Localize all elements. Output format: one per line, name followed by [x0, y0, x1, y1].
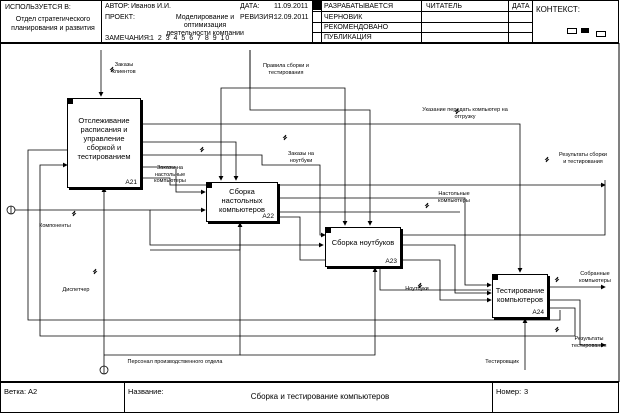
date-value: 11.09.2011 — [274, 3, 308, 10]
arrow-label-shipping-instr: Указание передать компьютер на отгрузку — [422, 107, 508, 120]
arrow-label-laptop-orders: Заказы на ноутбуки — [287, 151, 314, 164]
context-cell — [532, 0, 533, 43]
status-divider-3 — [312, 32, 422, 33]
status-divider-1 — [312, 11, 422, 12]
activity-a24-label: Тестирование компьютеров — [495, 286, 545, 304]
activity-box-a23[interactable]: Сборка ноутбуков A23 — [325, 227, 401, 267]
status-working: РАЗРАБАТЫВАЕТСЯ — [324, 3, 394, 10]
reader-vline — [508, 0, 509, 43]
activity-a23-label: Сборка ноутбуков — [331, 238, 395, 247]
used-at-cell — [0, 0, 102, 43]
header-frame — [0, 0, 619, 43]
footer-node-value: A2 — [28, 387, 38, 396]
notes-value: 1 2 3 4 5 6 7 8 9 10 — [150, 35, 231, 42]
arrow-label-assembled: Собранные компьютеры — [579, 271, 611, 284]
used-at-value: Отдел стратегического планирования и раз… — [11, 16, 95, 32]
arrow-label-components: Компоненты — [39, 223, 71, 229]
notes-label: ЗАМЕЧАНИЯ: — [105, 35, 151, 42]
context-label: КОНТЕКСТ: — [536, 5, 580, 14]
activity-a24-id: A24 — [532, 309, 544, 316]
arrow-label-client-orders: Заказы клиентов — [112, 62, 136, 75]
arrow-label-desktop-orders: Заказы на настольные компьютеры — [154, 165, 186, 184]
box-corner-mark — [493, 275, 498, 280]
reader-label: ЧИТАТЕЛЬ — [426, 3, 462, 10]
status-recommended: РЕКОМЕНДОВАНО — [324, 24, 389, 31]
arrow-label-personnel: Персонал производственного отдела — [127, 359, 223, 365]
activity-a23-id: A23 — [385, 258, 397, 265]
diagram-title: Сборка и тестирование компьютеров — [250, 392, 390, 401]
revision-label: РЕВИЗИЯ: — [240, 14, 276, 21]
arrow-label-laptops: Ноутбуки — [405, 286, 429, 292]
box-corner-mark — [326, 228, 331, 233]
reader-divider-3 — [422, 32, 532, 33]
project-label: ПРОЕКТ: — [105, 14, 135, 21]
author-value: Иванов И.И. — [131, 3, 171, 10]
date-label: ДАТА: — [240, 3, 260, 10]
status-marker-working — [313, 1, 321, 10]
context-node-icon-active — [581, 28, 589, 33]
revision-value: 12.09.2011 — [274, 14, 309, 21]
footer-divider-1 — [124, 382, 125, 413]
used-at-label: ИСПОЛЬЗУЕТСЯ В: — [5, 4, 71, 11]
arrow-label-test-results-bottom: Результаты тестирования — [571, 336, 607, 349]
footer-node-label: Ветка: — [4, 387, 27, 396]
footer-divider-2 — [492, 382, 493, 413]
arrow-label-testing: Тестировщик — [485, 359, 519, 365]
status-marker-col — [321, 0, 322, 43]
context-node-icon — [596, 31, 606, 37]
box-corner-mark — [207, 183, 212, 188]
activity-a22-id: A22 — [262, 213, 274, 220]
activity-box-a22[interactable]: Сборка настольных компьютеров A22 — [206, 182, 278, 222]
arrow-label-dispatcher: Диспетчер — [62, 287, 90, 293]
footer-number-value: 3 — [524, 387, 529, 396]
author-label: АВТОР: — [105, 3, 130, 10]
activity-a22-label: Сборка настольных компьютеров — [219, 187, 265, 214]
status-column — [312, 0, 422, 43]
box-corner-mark — [68, 99, 73, 104]
status-divider-2 — [312, 22, 422, 23]
status-draft: ЧЕРНОВИК — [324, 14, 363, 21]
arrow-label-assembly-rules: Правила сборки и тестирования — [263, 63, 309, 76]
reader-divider-2 — [422, 22, 532, 23]
reader-divider — [422, 11, 532, 12]
status-publication: ПУБЛИКАЦИЯ — [324, 34, 372, 41]
footer-name-label: Название: — [128, 387, 164, 396]
arrow-label-desktops: Настольные компьютеры — [438, 191, 470, 204]
activity-a21-label: Отслеживание расписания и управление сбо… — [77, 116, 131, 161]
context-node-icon — [567, 28, 577, 34]
activity-box-a21[interactable]: Отслеживание расписания и управление сбо… — [67, 98, 141, 188]
activity-box-a24[interactable]: Тестирование компьютеров A24 — [492, 274, 548, 318]
arrow-label-test-results-top: Результаты сборки и тестирования — [559, 152, 607, 165]
reader-date-label: ДАТА — [512, 3, 530, 10]
project-value: Моделирование и оптимизация деятельности… — [166, 14, 244, 37]
footer-number-label: Номер: — [496, 387, 522, 396]
activity-a21-id: A21 — [125, 179, 137, 186]
